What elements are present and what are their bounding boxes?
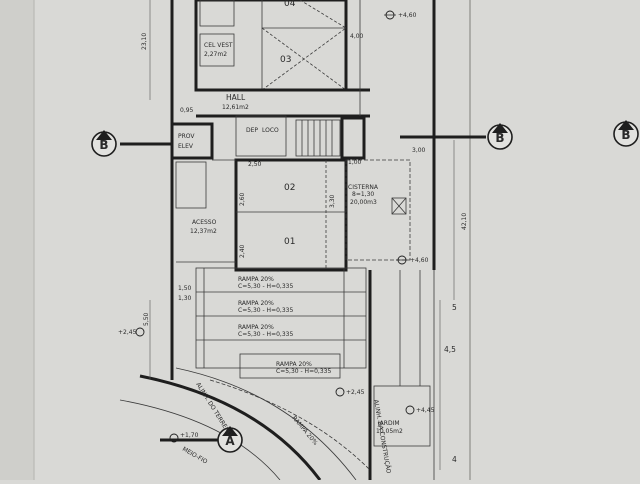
room-area-acesso: 12,37m2 bbox=[190, 228, 217, 235]
svg-text:+1,70: +1,70 bbox=[180, 432, 199, 439]
dim-45: 4,5 bbox=[444, 345, 456, 354]
room-label-dep-sub: LOCO bbox=[262, 127, 279, 134]
svg-text:A: A bbox=[225, 434, 235, 448]
ramp-4-sub: C=5,30 - H=0,335 bbox=[276, 368, 331, 375]
room-03-diagonal-2 bbox=[261, 27, 347, 91]
svg-text:B: B bbox=[495, 131, 504, 145]
room-area-hall: 12,61m2 bbox=[222, 104, 249, 111]
jardim-outline bbox=[373, 385, 431, 447]
ramp-1-sub: C=5,30 - H=0,335 bbox=[238, 283, 293, 290]
curve-rampa bbox=[209, 379, 371, 471]
room-label-dep: DEP bbox=[246, 127, 258, 134]
room-label-04: 04 bbox=[284, 0, 296, 9]
room-area-jardim: 10,05m2 bbox=[376, 428, 403, 435]
room-label-prov-sub: ELEV bbox=[178, 143, 194, 150]
svg-text:B: B bbox=[99, 138, 108, 152]
room-label-cel-vest: CEL VEST bbox=[204, 42, 233, 49]
wall-cel-top bbox=[199, 0, 235, 27]
lower-ramp-box bbox=[239, 353, 341, 379]
ramp-3-label: RAMPA 20% bbox=[238, 324, 274, 331]
level-marker-jardim: +4,45 bbox=[405, 405, 435, 415]
ramp-2-label: RAMPA 20% bbox=[238, 300, 274, 307]
dim-095: 0,95 bbox=[180, 107, 194, 114]
dim-4: 4 bbox=[452, 455, 457, 464]
section-marker-b-mid: B bbox=[487, 123, 513, 150]
section-marker-b-left: B bbox=[91, 130, 117, 157]
dim-260: 2,60 bbox=[239, 192, 246, 206]
curve-alinh-construcao bbox=[175, 367, 357, 481]
svg-text:+4,60: +4,60 bbox=[398, 12, 417, 19]
ramp-1-label: RAMPA 20% bbox=[238, 276, 274, 283]
dim-250: 2,50 bbox=[248, 161, 262, 168]
cisterna-outline bbox=[345, 159, 411, 261]
paper-left-strip bbox=[0, 0, 34, 480]
ramp-2-sub: C=5,30 - H=0,335 bbox=[238, 307, 293, 314]
room-label-cisterna: CISTERNA bbox=[348, 184, 379, 191]
level-marker-mid: +4,60 bbox=[396, 255, 429, 265]
room-label-02: 02 bbox=[284, 183, 295, 193]
svg-text:+2,45: +2,45 bbox=[346, 389, 365, 396]
room-label-jardim: JARDIM bbox=[377, 420, 400, 427]
dim-100: 1,00 bbox=[348, 159, 362, 166]
room-label-cisterna-sub: 8=1,30 bbox=[352, 191, 374, 198]
wall-prov bbox=[170, 122, 214, 160]
stair-block bbox=[295, 119, 341, 157]
dim-300: 3,00 bbox=[412, 147, 426, 154]
wall-elevator bbox=[340, 116, 366, 160]
dim-400: 4,00 bbox=[350, 33, 364, 40]
wall-cel-vest bbox=[199, 33, 235, 67]
section-marker-a-bottom: A bbox=[217, 426, 243, 453]
ramp-3-sub: C=5,30 - H=0,335 bbox=[238, 331, 293, 338]
svg-text:+4,60: +4,60 bbox=[410, 257, 429, 264]
dim-2310: 23,10 bbox=[141, 33, 148, 50]
room-label-acesso: ACESSO bbox=[192, 219, 217, 226]
room-label-hall: HALL bbox=[226, 93, 246, 102]
cisterna-hatch-x2 bbox=[391, 197, 407, 215]
cisterna-hatch bbox=[391, 197, 407, 215]
ramps-area bbox=[195, 267, 367, 369]
dim-240: 2,40 bbox=[239, 244, 246, 258]
wall-wc bbox=[175, 161, 207, 209]
svg-text:B: B bbox=[621, 128, 630, 142]
room-label-03: 03 bbox=[280, 55, 291, 65]
dim-330: 3,30 bbox=[329, 194, 336, 208]
level-marker-bottom: +1,70 bbox=[169, 432, 199, 443]
room-area-cisterna: 20,00m3 bbox=[350, 199, 377, 206]
room-label-prov: PROV bbox=[178, 133, 195, 140]
dim-5: 5 bbox=[452, 303, 457, 312]
dim-150: 1,50 bbox=[178, 285, 192, 292]
dim-550: 5,50 bbox=[143, 312, 150, 326]
room-04-diagonal bbox=[299, 0, 347, 29]
room-label-01: 01 bbox=[284, 237, 295, 247]
room-area-cel: 2,27m2 bbox=[204, 51, 227, 58]
level-marker-left: +2,45 bbox=[118, 327, 145, 337]
level-marker-low: +2,45 bbox=[335, 387, 365, 397]
svg-text:+2,45: +2,45 bbox=[118, 329, 137, 336]
ramp-4-label: RAMPA 20% bbox=[276, 361, 312, 368]
section-marker-b-right: B bbox=[613, 120, 639, 147]
stair-treads bbox=[301, 120, 333, 156]
level-marker-top: +4,60 bbox=[384, 10, 417, 20]
dim-130: 1,30 bbox=[178, 295, 192, 302]
curve-meio-fio bbox=[119, 399, 281, 481]
wall-dep bbox=[235, 115, 287, 157]
svg-text:+4,45: +4,45 bbox=[416, 407, 435, 414]
dim-4210: 42,10 bbox=[461, 213, 468, 230]
curve-alinh-terreno bbox=[139, 374, 322, 481]
